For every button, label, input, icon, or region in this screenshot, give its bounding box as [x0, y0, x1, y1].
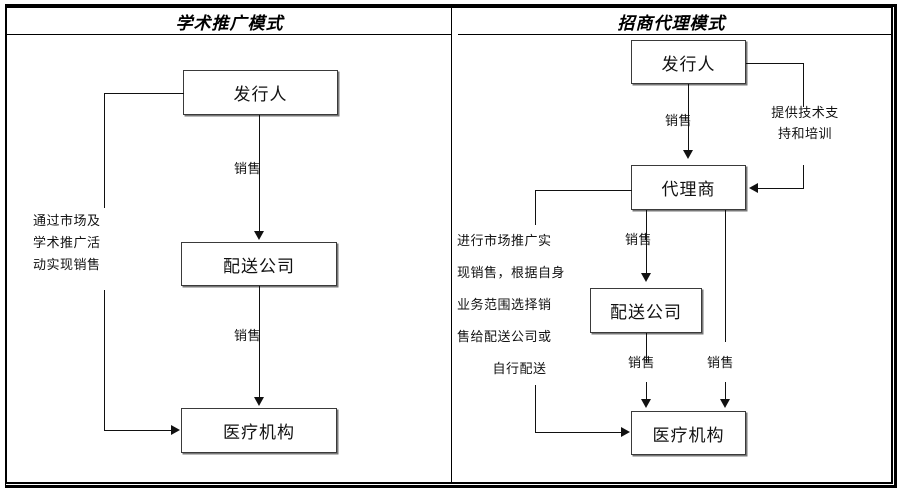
left-node-institution: 医疗机构: [181, 408, 337, 453]
right-support-label-line-2: 持和培训: [777, 126, 832, 141]
right-edge-agent-distributor-line: [646, 210, 647, 274]
right-bus-upper-vertical: [535, 190, 536, 225]
panel-title-right: 招商代理模式: [452, 8, 891, 34]
panel-title-left-text: 学术推广模式: [175, 13, 284, 33]
right-edge-agent-institution-line: [725, 210, 726, 342]
right-note-line-1: 进行市场推广实: [457, 233, 552, 248]
right-edge-agent-distributor-arrow: [641, 273, 651, 282]
right-edge-label-agent-distributor: 销售: [625, 232, 653, 247]
right-node-institution-label: 医疗机构: [652, 425, 725, 445]
left-note-line-1: 通过市场及: [33, 213, 101, 228]
right-edge-distributor-institution-line2: [646, 382, 647, 400]
header-row: 学术推广模式 招商代理模式: [7, 8, 891, 34]
right-edge-label-agent-institution: 销售: [707, 355, 735, 370]
right-edge-label-distributor-institution: 销售: [628, 355, 656, 370]
right-support-top-horizontal: [746, 63, 804, 64]
right-node-agent-label: 代理商: [661, 180, 716, 199]
panel-divider: [451, 8, 452, 484]
header-underline-right: [458, 34, 891, 35]
left-edge-issuer-distributor-arrow: [254, 231, 264, 240]
right-node-distributor-label: 配送公司: [610, 303, 682, 322]
left-node-distributor: 配送公司: [181, 242, 337, 286]
left-bus-arrow-into-institution: [171, 425, 180, 435]
right-edge-distributor-institution-arrow: [641, 399, 651, 408]
left-edge-label-distributor-institution: 销售: [234, 328, 262, 343]
right-bus-bottom-horizontal: [535, 432, 622, 433]
right-note-agent-activity: 进行市场推广实 现销售，根据自身 业务范围选择销 售给配送公司或 自行配送: [457, 225, 582, 385]
panel-title-right-text: 招商代理模式: [617, 13, 726, 33]
left-bus-upper-vertical: [104, 93, 105, 208]
left-bus-bottom-horizontal: [104, 430, 172, 431]
right-edge-agent-institution-line2: [725, 382, 726, 400]
right-node-institution: 医疗机构: [631, 411, 746, 455]
right-node-issuer: 发行人: [631, 40, 746, 84]
right-note-line-4: 售给配送公司或: [457, 329, 552, 344]
right-note-line-5: 自行配送: [492, 361, 547, 376]
right-node-agent: 代理商: [631, 165, 746, 210]
right-node-issuer-label: 发行人: [661, 54, 716, 74]
right-note-line-2: 现销售，根据自身: [457, 265, 566, 280]
right-edge-label-issuer-agent: 销售: [665, 113, 693, 128]
outer-frame: [5, 6, 893, 484]
right-support-bottom-horizontal: [758, 188, 804, 189]
left-note-academic-promotion: 通过市场及 学术推广活 动实现销售: [33, 210, 143, 276]
left-note-line-2: 学术推广活: [33, 235, 101, 250]
right-node-distributor: 配送公司: [590, 288, 702, 333]
right-edge-issuer-agent-line: [688, 84, 689, 151]
right-bus-arrow-into-institution: [621, 427, 630, 437]
left-node-issuer: 发行人: [183, 70, 338, 115]
left-edge-issuer-distributor-line: [259, 115, 260, 232]
right-support-label-line-1: 提供技术支: [771, 105, 839, 120]
right-support-arrow-into-agent: [749, 183, 758, 193]
left-node-distributor-label: 配送公司: [223, 256, 295, 276]
right-note-line-3: 业务范围选择销: [457, 297, 552, 312]
left-node-issuer-label: 发行人: [233, 85, 288, 104]
right-edge-agent-institution-arrow: [720, 399, 730, 408]
right-bus-lower-vertical: [535, 385, 536, 433]
right-note-tech-support: 提供技术支 持和培训: [770, 102, 840, 144]
left-note-line-3: 动实现销售: [33, 257, 101, 272]
left-edge-distributor-institution-line: [259, 286, 260, 398]
right-support-upper-vertical: [803, 63, 804, 107]
right-edge-distributor-institution-line: [646, 333, 647, 363]
right-bus-top-horizontal: [535, 190, 632, 191]
left-edge-label-issuer-distributor: 销售: [234, 161, 262, 176]
right-edge-issuer-agent-arrow: [683, 150, 693, 159]
left-bus-top-horizontal: [104, 93, 184, 94]
left-bus-lower-vertical: [104, 290, 105, 431]
left-edge-distributor-institution-arrow: [254, 397, 264, 406]
left-node-institution-label: 医疗机构: [223, 423, 295, 442]
header-underline-left: [7, 34, 452, 35]
panel-title-left: 学术推广模式: [7, 8, 452, 34]
right-support-lower-vertical: [803, 165, 804, 189]
